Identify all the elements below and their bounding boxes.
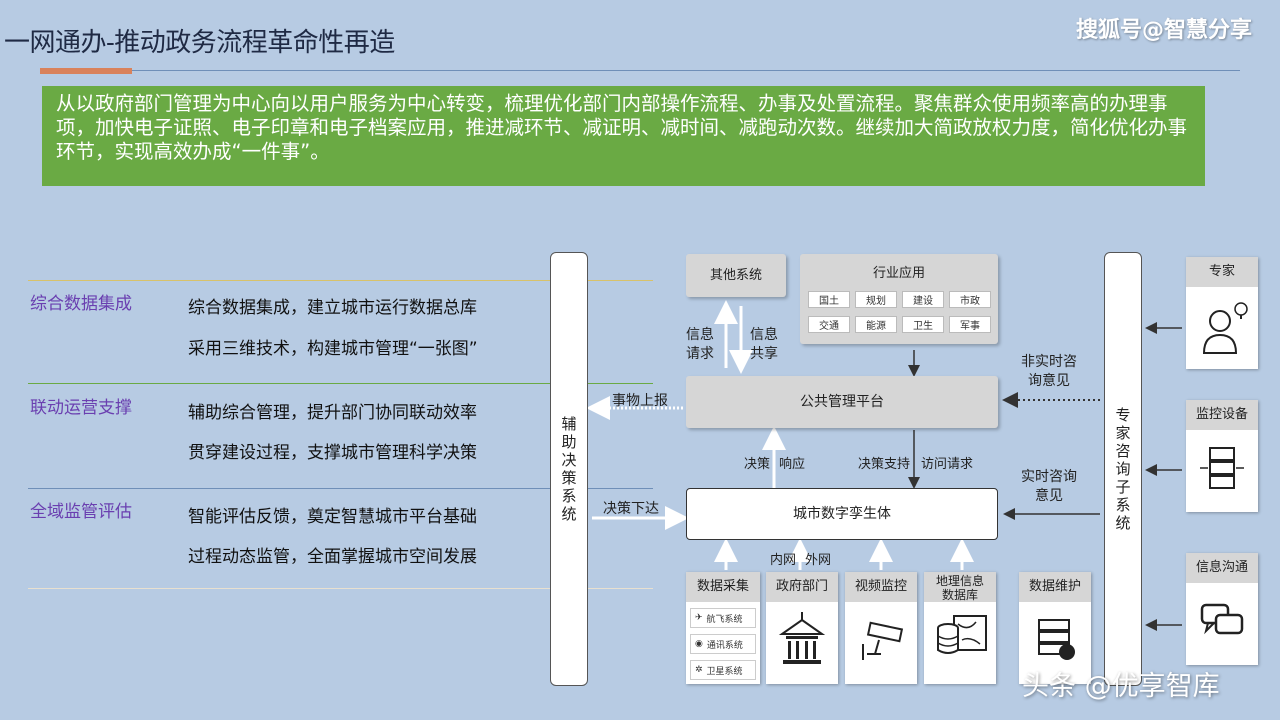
category-label: 联动运营支撑 (30, 398, 132, 418)
pillar-label: 专家咨询子系统 (1115, 406, 1131, 532)
video-monitor-card: 视频监控 (845, 572, 917, 684)
other-systems-box: 其他系统 (686, 254, 786, 297)
digital-twin-box: 城市数字孪生体 (686, 488, 998, 540)
government-building-icon (778, 612, 826, 664)
title-divider (40, 70, 1240, 71)
intranet-label: 内网 (770, 553, 797, 568)
pillar-label: 辅助决策系统 (561, 415, 577, 523)
card-title: 数据采集 (686, 572, 760, 602)
sub-label: 通讯系统 (706, 640, 743, 651)
divider-line (28, 280, 653, 281)
category-item: 综合数据集成，建立城市运行数据总库 (188, 298, 477, 318)
card-title: 数据维护 (1019, 572, 1091, 602)
cctv-camera-icon (862, 621, 904, 660)
card-title: 专家 (1186, 257, 1258, 287)
divider-line (28, 383, 653, 384)
sub-system: ✲卫星系统 (690, 660, 756, 680)
info-communication-card: 信息沟通 (1186, 553, 1258, 665)
category-item: 采用三维技术，构建城市管理“一张图” (188, 339, 478, 359)
data-maintenance-card: 数据维护 (1019, 572, 1091, 684)
satellite-icon: ✲ (695, 665, 703, 675)
gov-dept-card: 政府部门 (766, 572, 838, 684)
decision-support-label: 决策支持 (858, 457, 911, 472)
server-wrench-icon (1038, 619, 1075, 660)
industry-chip: 交通 (808, 316, 850, 333)
info-share-label: 信息共享 (750, 327, 778, 362)
summary-banner: 从以政府部门管理为中心向以用户服务为中心转变，梳理优化部门内部操作流程、办事及处… (42, 86, 1205, 186)
industry-chip: 能源 (855, 316, 897, 333)
sub-label: 卫星系统 (706, 666, 743, 677)
sub-label: 航飞系统 (706, 614, 743, 625)
expert-card: 专家 (1186, 257, 1258, 369)
geo-database-card: 地理信息数据库 (924, 572, 996, 684)
card-title: 政府部门 (766, 572, 838, 602)
category-item: 辅助综合管理，提升部门协同联动效率 (188, 403, 477, 423)
industry-chip: 规划 (855, 291, 897, 308)
decision-issue-label: 决策下达 (603, 501, 659, 517)
card-title: 地理信息数据库 (924, 572, 996, 602)
card-title: 视频监控 (845, 572, 917, 602)
industry-chip: 建设 (902, 291, 944, 308)
category-item: 贯穿建设过程，支撑城市管理科学决策 (188, 443, 477, 463)
server-rack-icon (1200, 447, 1244, 489)
industry-title: 行业应用 (872, 266, 925, 281)
industry-chip: 军事 (949, 316, 991, 333)
plane-icon: ✈ (695, 613, 703, 623)
watermark-top: 搜狐号@智慧分享 (1075, 18, 1252, 43)
event-report-label: 事物上报 (612, 393, 668, 409)
data-collection-card: 数据采集 ✈航飞系统 ◉通讯系统 ✲卫星系统 (686, 572, 760, 684)
sub-system: ✈航飞系统 (690, 608, 756, 628)
category-item: 过程动态监管，全面掌握城市空间发展 (188, 547, 477, 567)
non-realtime-label: 非实时咨询意见 (1021, 354, 1077, 389)
response-label: 响应 (779, 457, 806, 472)
access-request-label: 访问请求 (921, 457, 974, 472)
decision-support-system: 辅助决策系统 (550, 252, 588, 686)
decision-label: 决策 (744, 457, 771, 472)
expert-person-icon (1202, 302, 1248, 354)
page-title: 一网通办-推动政务流程革命性再造 (4, 28, 395, 58)
divider-line (28, 488, 653, 489)
monitor-device-card: 监控设备 (1186, 400, 1258, 512)
realtime-label: 实时咨询意见 (1021, 469, 1077, 504)
watermark-bottom: 头条 @优享智库 (1022, 671, 1220, 702)
sub-system: ◉通讯系统 (690, 634, 756, 654)
industry-apps-box: 行业应用 国土 规划 建设 市政 交通 能源 卫生 军事 (800, 254, 998, 344)
info-request-label: 信息请求 (686, 327, 714, 362)
map-database-icon (937, 615, 987, 654)
category-label: 全域监管评估 (30, 502, 132, 522)
category-item: 智能评估反馈，奠定智慧城市平台基础 (188, 507, 477, 527)
divider-line (28, 588, 653, 589)
signal-icon: ◉ (695, 639, 703, 649)
expert-consult-system: 专家咨询子系统 (1104, 252, 1142, 686)
industry-chip: 国土 (808, 291, 850, 308)
extranet-label: 外网 (805, 553, 832, 568)
industry-chip: 卫生 (902, 316, 944, 333)
chat-bubbles-icon (1200, 603, 1244, 635)
public-platform-box: 公共管理平台 (686, 376, 998, 428)
industry-chip: 市政 (949, 291, 991, 308)
title-accent-bar (40, 68, 132, 74)
category-label: 综合数据集成 (30, 294, 132, 314)
card-title: 监控设备 (1186, 400, 1258, 430)
card-title: 信息沟通 (1186, 553, 1258, 583)
